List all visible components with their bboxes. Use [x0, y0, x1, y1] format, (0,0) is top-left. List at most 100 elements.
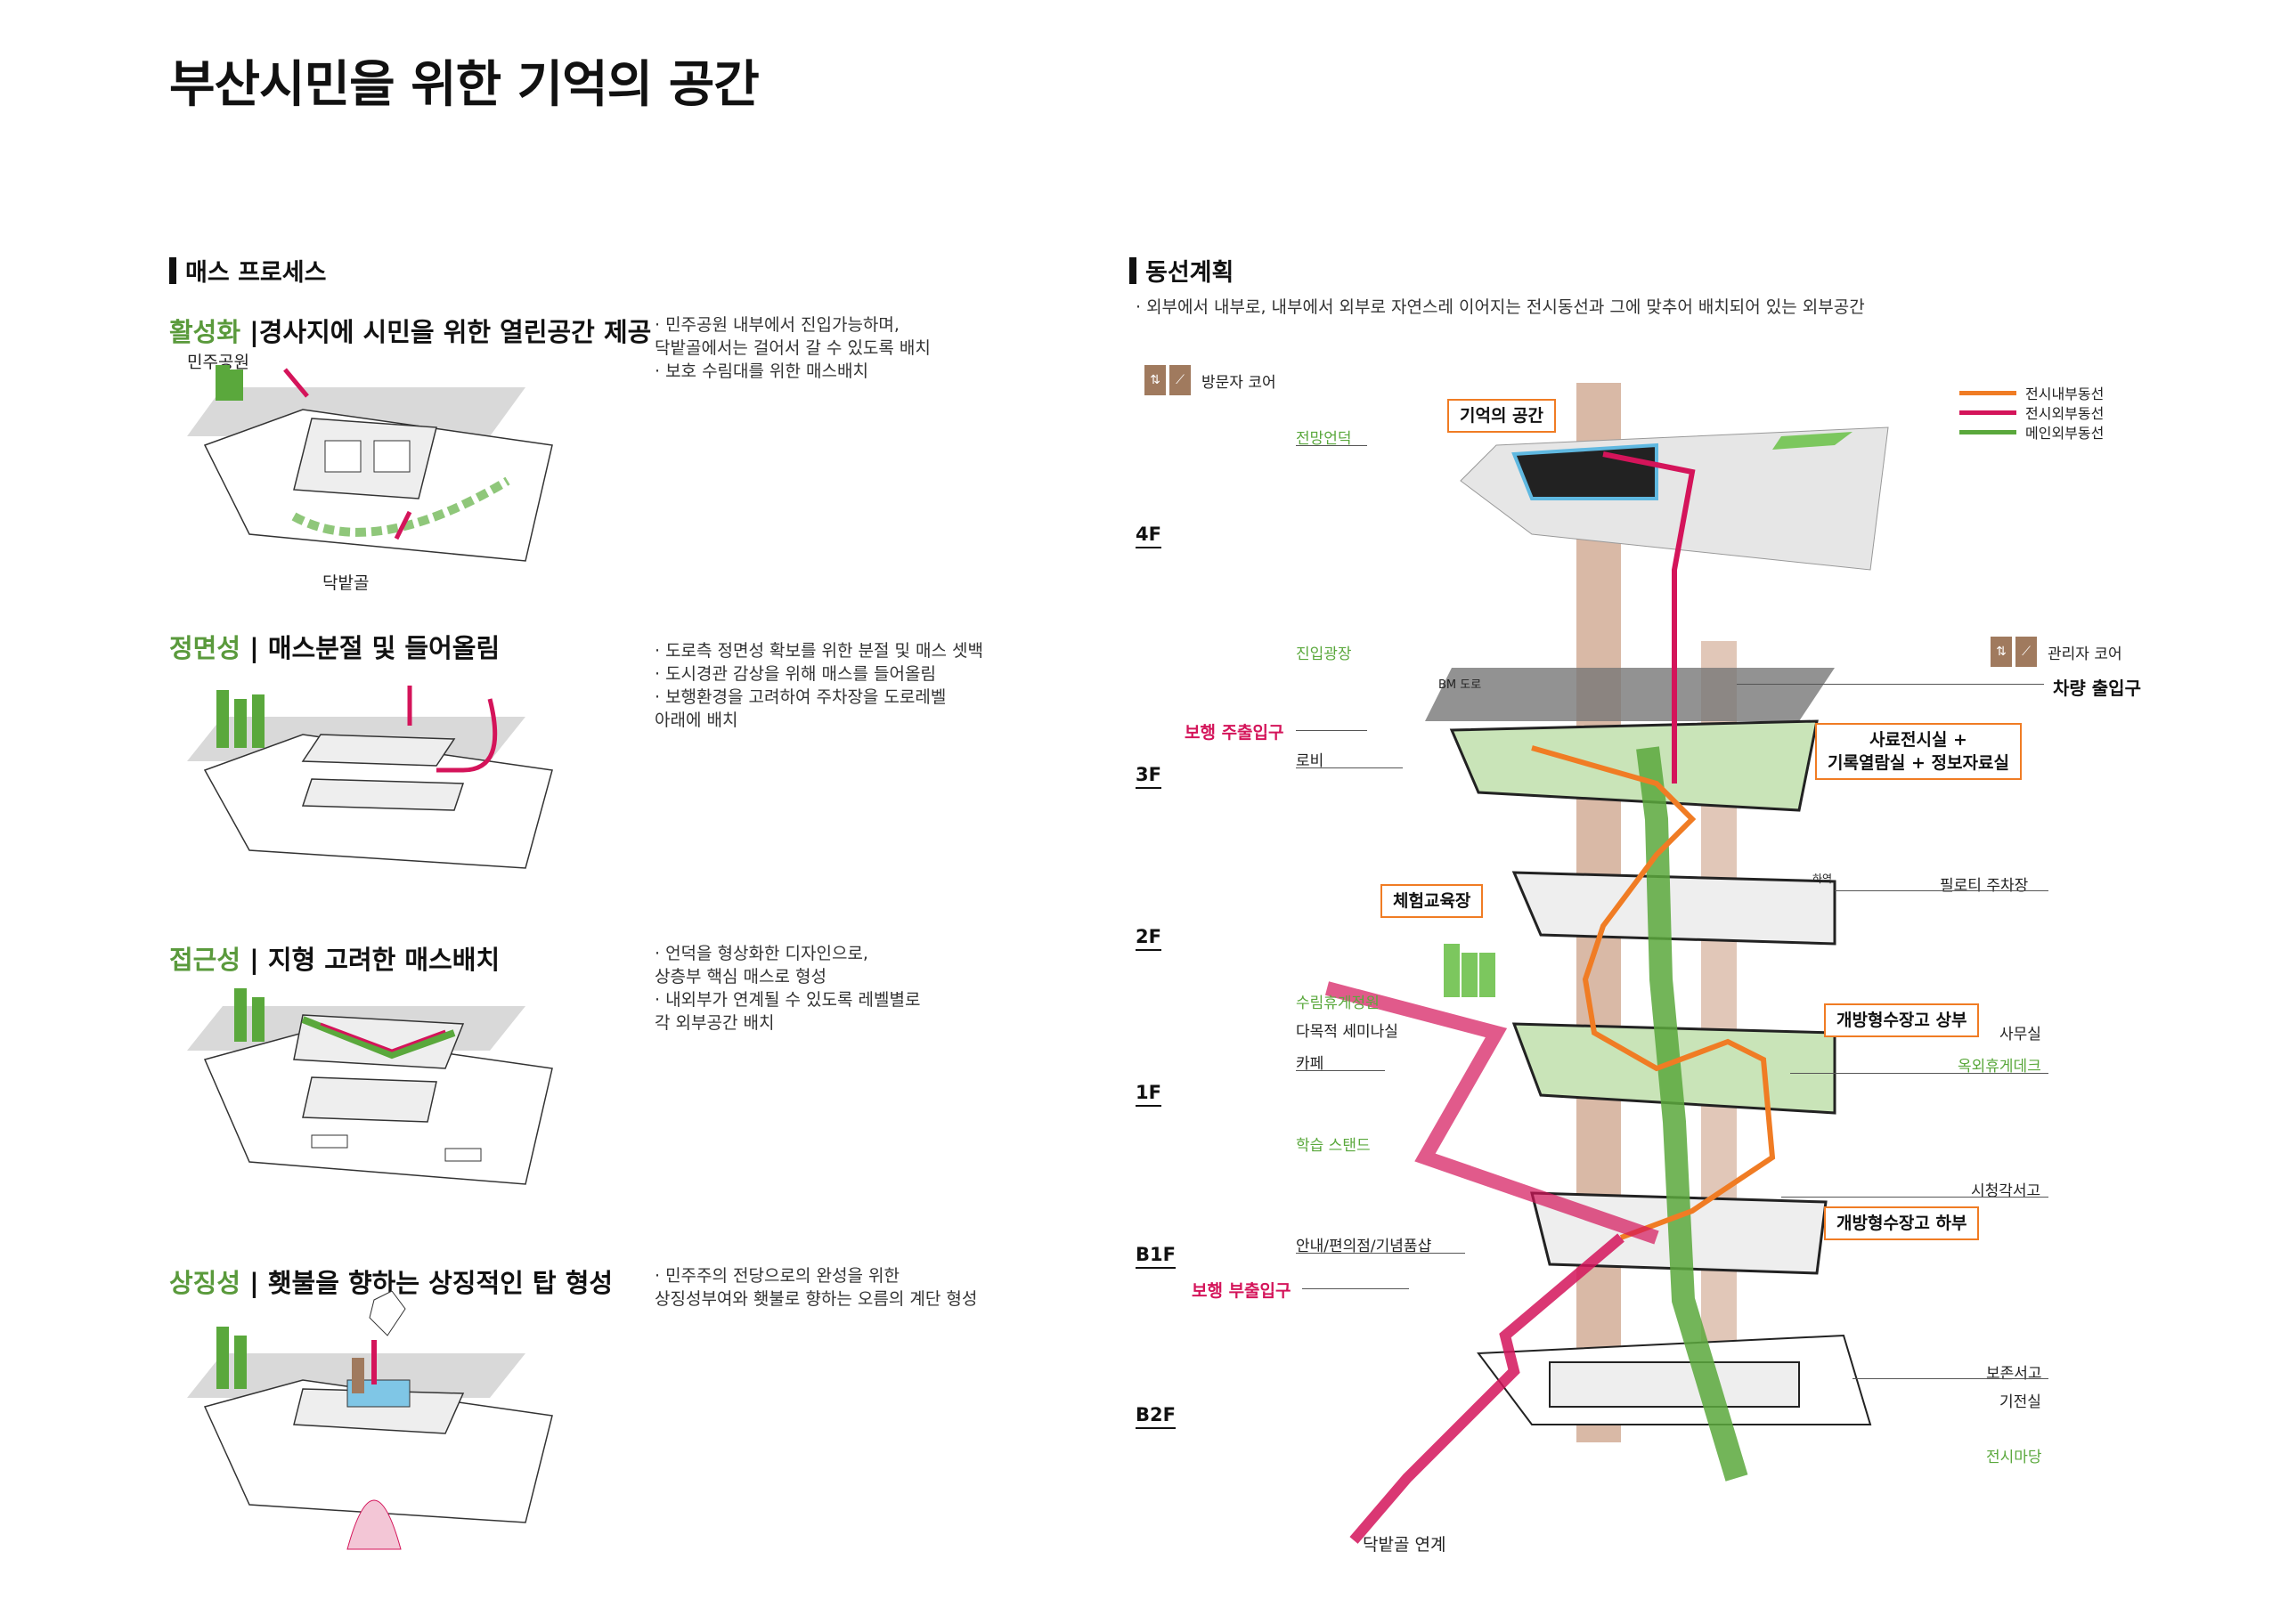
red-outer-route-upper	[1602, 451, 1696, 784]
legend-swatch-red	[1959, 410, 2016, 415]
green-stair-ribbon	[1636, 746, 1748, 1482]
red-outer-route-mid	[1324, 981, 1659, 1245]
label-forest-garden: 수림휴게정원	[1296, 995, 1380, 1012]
visitor-core: ⇅ ⟋ 방문자 코어	[1144, 365, 1276, 395]
bench-b	[444, 1148, 482, 1162]
label-vehicle-entry: 차량 출입구	[2053, 678, 2141, 699]
label-av-stack: 시청각서고	[1971, 1182, 2041, 1200]
box-tank-top: 개방형수장고 상부	[1824, 1003, 1980, 1037]
leader-line	[1296, 730, 1367, 731]
box-experience: 체험교육장	[1380, 884, 1484, 918]
leader-line	[1296, 767, 1403, 768]
stage-title-symbolism: 상징성 | 횃불을 향하는 상징적인 탑 형성	[169, 1263, 613, 1300]
elevator-icon: ⇅	[1991, 637, 2012, 667]
floor-b2f: B2F	[1136, 1404, 1176, 1429]
slab-b2f	[1549, 1361, 1800, 1408]
leader-line	[1781, 1197, 2048, 1198]
label-office: 사무실	[1999, 1026, 2041, 1043]
stage-title-activation: 활성화 |경사지에 시민을 위한 열린공간 제공	[169, 312, 651, 349]
upper-mass	[301, 734, 456, 767]
label-main-entry: 보행 주출입구	[1185, 723, 1284, 743]
label-observatory-hill: 전망언덕	[1296, 430, 1352, 448]
mass-courtyard-b	[373, 440, 411, 473]
stage-title-text: |경사지에 시민을 위한 열린공간 제공	[240, 317, 652, 347]
legend-label: 전시외부동선	[2025, 405, 2105, 422]
label-piloti: 필로티 주차장	[1940, 877, 2029, 895]
slab-3f	[1449, 719, 1819, 812]
red-outer-route-lower	[1349, 1233, 1624, 1544]
legend-item-main: 메인외부동선	[1959, 422, 2104, 442]
stage-title-text: | 횃불을 향하는 상징적인 탑 형성	[240, 1268, 614, 1298]
legend-label: 메인외부동선	[2025, 425, 2105, 442]
label-learning-stand: 학습 스탠드	[1296, 1137, 1371, 1155]
label-dakbatgol-link: 닥밭골 연계	[1363, 1535, 1446, 1555]
bench-a	[311, 1134, 348, 1149]
stage-title-access: 접근성 | 지형 고려한 매스배치	[169, 939, 500, 977]
stage-diagram-frontality	[187, 686, 553, 869]
floor-3f: 3F	[1136, 764, 1161, 789]
label-sub-entry: 보행 부출입구	[1192, 1281, 1291, 1301]
legend: 전시내부동선 전시외부동선 메인외부동선	[1959, 383, 2104, 442]
lower-mass	[302, 1076, 437, 1123]
tree-cluster	[216, 690, 265, 748]
leader-line	[1852, 1378, 2048, 1379]
stage-title-frontality: 정면성 | 매스분절 및 들어올림	[169, 628, 500, 665]
stage-desc-frontality: · 도로측 정면성 확보를 위한 분절 및 매스 셋백 · 도시경관 감상을 위…	[655, 641, 983, 730]
forest-trees	[1444, 944, 1495, 997]
label-entry-plaza: 진입광장	[1296, 646, 1352, 663]
label-cafe: 카페	[1296, 1055, 1324, 1073]
leader-line	[1302, 1288, 1409, 1289]
box-tank-bottom: 개방형수장고 하부	[1824, 1206, 1980, 1240]
label-lobby: 로비	[1296, 752, 1324, 770]
entry-arrow	[283, 368, 309, 398]
heading-bar	[1129, 256, 1136, 284]
lower-mass	[301, 778, 465, 811]
label-unload: 하역	[1812, 873, 1833, 885]
tree-cluster	[216, 365, 243, 401]
observatory-green	[1772, 432, 1852, 450]
leader-line	[1790, 1073, 2048, 1074]
circulation-intro: · 외부에서 내부로, 내부에서 외부로 자연스레 이어지는 전시동선과 그에 …	[1136, 297, 1865, 317]
stage-desc-access: · 언덕을 형상화한 디자인으로, 상층부 핵심 매스로 형성 · 내외부가 연…	[655, 944, 921, 1033]
manager-core-label: 관리자 코어	[2048, 645, 2122, 663]
parking-arrow	[436, 698, 498, 773]
label-seminar: 다목적 세미나실	[1296, 1023, 1398, 1041]
tree-cluster	[216, 1327, 247, 1389]
circulation-heading: 동선계획	[1129, 253, 1234, 288]
stage-diagram-access	[187, 988, 553, 1185]
circulation-heading-text: 동선계획	[1145, 259, 1234, 287]
box-archive: 사료전시실 + 기록열람실 + 정보자료실	[1815, 723, 2022, 780]
label-preserve-stack: 보존서고	[1986, 1365, 2042, 1383]
tower-core	[352, 1358, 364, 1393]
leader-line	[1296, 1070, 1385, 1071]
stage-desc-activation: · 민주공원 내부에서 진입가능하며, 닥밭골에서는 걸어서 갈 수 있도록 배…	[655, 315, 931, 381]
elevator-icon: ⇅	[1144, 365, 1166, 395]
stage-diagram-symbolism	[187, 1291, 553, 1550]
floor-2f: 2F	[1136, 926, 1161, 951]
mass-process-heading-text: 매스 프로세스	[185, 259, 327, 287]
legend-item-inner: 전시내부동선	[1959, 383, 2104, 402]
floor-b1f: B1F	[1136, 1244, 1176, 1269]
stage-title-text: | 매스분절 및 들어올림	[240, 633, 501, 663]
legend-swatch-orange	[1959, 390, 2016, 395]
stage-desc-symbolism: · 민주주의 전당으로의 완성을 위한 상징성부여와 횃불로 향하는 오름의 계…	[655, 1266, 978, 1309]
green-path	[291, 476, 510, 537]
stage-keyword: 접근성	[169, 945, 241, 975]
label-dakbatgol: 닥밭골	[322, 573, 370, 593]
mass-block	[293, 418, 437, 499]
site-outline	[203, 1379, 553, 1523]
label-info-shop: 안내/편의점/기념품샵	[1296, 1238, 1432, 1255]
page-title: 부산시민을 위한 기억의 공간	[169, 56, 760, 114]
stage-diagram-activation	[187, 365, 553, 562]
stage-keyword: 정면성	[169, 633, 241, 663]
manager-core-shaft	[1701, 641, 1737, 1353]
internal-route	[320, 1022, 446, 1052]
torch-icon	[369, 1291, 406, 1336]
mass-process-heading: 매스 프로세스	[169, 253, 326, 288]
heading-bar	[169, 256, 176, 284]
roof-4f	[1460, 426, 1889, 571]
stage-keyword: 상징성	[169, 1268, 241, 1298]
visitor-core-label: 방문자 코어	[1201, 373, 1276, 392]
slab-2f	[1511, 871, 1836, 946]
label-minju-park: 민주공원	[187, 353, 249, 372]
